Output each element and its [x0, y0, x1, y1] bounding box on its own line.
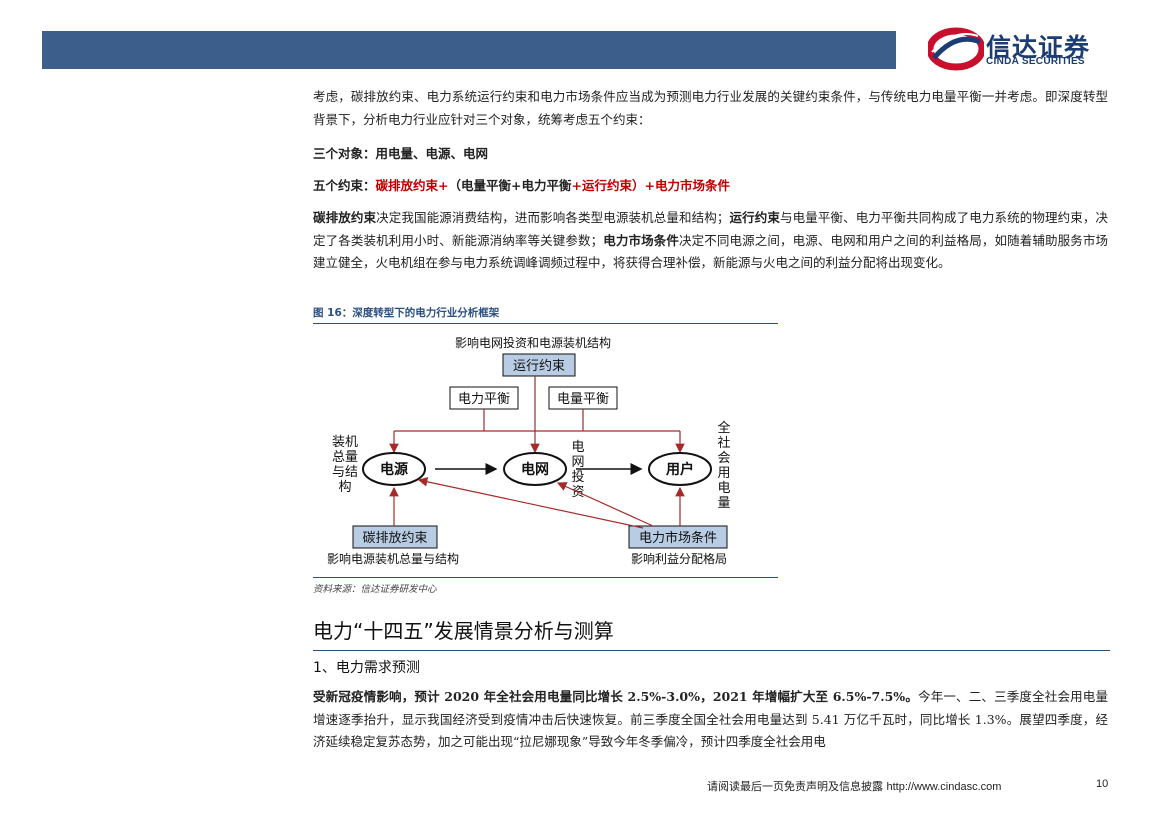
- right-side-label-2: 社: [717, 435, 730, 451]
- grid-invest-label-1: 电: [571, 440, 584, 455]
- market-to-source-arrow: [417, 477, 644, 529]
- term-market: 电力市场条件: [603, 232, 679, 248]
- market-condition-label: 电力市场条件: [639, 530, 717, 546]
- logo-english-name: CINDA SECURITIES: [986, 56, 1085, 67]
- five-constraints-label: 五个约束：: [313, 178, 376, 193]
- energy-balance-label: 电量平衡: [557, 392, 609, 407]
- footer-url-link[interactable]: http://www.cindasc.com: [886, 781, 1002, 793]
- right-side-label-1: 全: [717, 420, 730, 436]
- carbon-constraint-label: 碳排放约束: [362, 531, 427, 546]
- bottom-right-label: 影响利益分配格局: [631, 551, 727, 566]
- left-side-label-1: 装机: [332, 435, 358, 450]
- explanation-paragraph: 碳排放约束决定我国能源消费结构，进而影响各类型电源装机总量和结构；运行约束与电量…: [313, 207, 1108, 275]
- balance-text: （电量平衡+电力平衡: [448, 178, 572, 193]
- run-constraint-box: [502, 353, 576, 377]
- left-side-label-4: 构: [338, 480, 351, 495]
- left-side-label-3: 与结: [332, 465, 358, 480]
- run-constraint-text: +运行约束: [571, 178, 632, 193]
- run-constraint-label: 运行约束: [513, 359, 565, 374]
- node-user-label: 用户: [666, 461, 694, 478]
- footer-disclaimer: 请阅读最后一页免责声明及信息披露 http://www.cindasc.com: [707, 778, 1001, 794]
- footer-disclaimer-text: 请阅读最后一页免责声明及信息披露: [707, 780, 887, 793]
- text-run: 与电量平衡、电力平衡共同构成了电力系统的物理约束，决定了各类装机利用小时、新能源…: [313, 210, 1108, 248]
- demand-paragraph: 受新冠疫情影响，预计 2020 年全社会用电量同比增长 2.5%-3.0%，20…: [313, 686, 1108, 754]
- term-carbon: 碳排放约束: [313, 210, 377, 225]
- left-side-label-2: 总量: [332, 450, 358, 465]
- power-balance-label: 电力平衡: [458, 392, 510, 407]
- subsection-title: 1、电力需求预测: [313, 660, 420, 676]
- text-carbon: 决定我国能源消费结构，进而影响各类型电源装机总量和结构；: [376, 210, 730, 225]
- header-bar: [42, 31, 896, 69]
- company-logo: 信达证券 CINDA SECURITIES: [928, 26, 1128, 72]
- market-condition-box: [628, 525, 728, 549]
- analysis-framework-diagram: 影响电网投资和电源装机结构 运行约束 电力平衡 电量平衡 装机 总量 与结 构 …: [327, 335, 731, 566]
- node-user: [648, 452, 712, 486]
- node-grid-label: 电网: [521, 461, 549, 478]
- demand-body: 今年一、二、三季度全社会用电量增速逐季抬升，显示我国经济受到疫情冲击后快速恢复。…: [313, 689, 1108, 749]
- market-to-grid-arrow: [556, 482, 654, 527]
- five-constraints-line: 五个约束：碳排放约束+（电量平衡+电力平衡+运行约束）+电力市场条件: [313, 175, 730, 194]
- figure-source: 资料来源：信达证券研发中心: [313, 577, 778, 595]
- bottom-left-label: 影响电源装机总量与结构: [327, 551, 459, 566]
- text-market: 决定不同电源之间，电源、电网和用户之间的利益格局，如随着辅助服务市场建立健全，火…: [313, 232, 1108, 271]
- page-number: 10: [1096, 778, 1109, 790]
- three-objects-line: 三个对象：用电量、电源、电网: [313, 146, 489, 161]
- right-side-label-5: 电: [717, 481, 730, 496]
- logo-chinese-name: 信达证券: [986, 33, 1091, 62]
- right-side-label-6: 量: [717, 496, 730, 511]
- term-run: 运行约束: [729, 210, 780, 225]
- node-power-source-label: 电源: [380, 461, 408, 478]
- carbon-constraint-box: [352, 525, 438, 549]
- market-condition-text: ）+电力市场条件: [631, 178, 730, 193]
- intro-paragraph: 考虑，碳排放约束、电力系统运行约束和电力市场条件应当成为预测电力行业发展的关键约…: [313, 89, 1108, 127]
- figure-caption: 图 16：深度转型下的电力行业分析框架: [313, 305, 778, 324]
- demand-bold-lead: 受新冠疫情影响，预计 2020 年全社会用电量同比增长 2.5%-3.0%，20…: [313, 689, 919, 704]
- node-power-source: [362, 452, 426, 486]
- right-side-label-4: 用: [717, 466, 730, 481]
- cinda-logo-icon: [928, 27, 984, 71]
- grid-invest-label-3: 投: [571, 469, 584, 485]
- carbon-constraint-text: 碳排放约束+: [375, 178, 449, 193]
- section-title: 电力“十四五”发展情景分析与测算: [313, 615, 1110, 651]
- grid-invest-label-2: 网: [571, 455, 584, 470]
- node-grid: [503, 452, 567, 486]
- right-side-label-3: 会: [717, 451, 730, 466]
- top-label: 影响电网投资和电源装机结构: [455, 335, 611, 350]
